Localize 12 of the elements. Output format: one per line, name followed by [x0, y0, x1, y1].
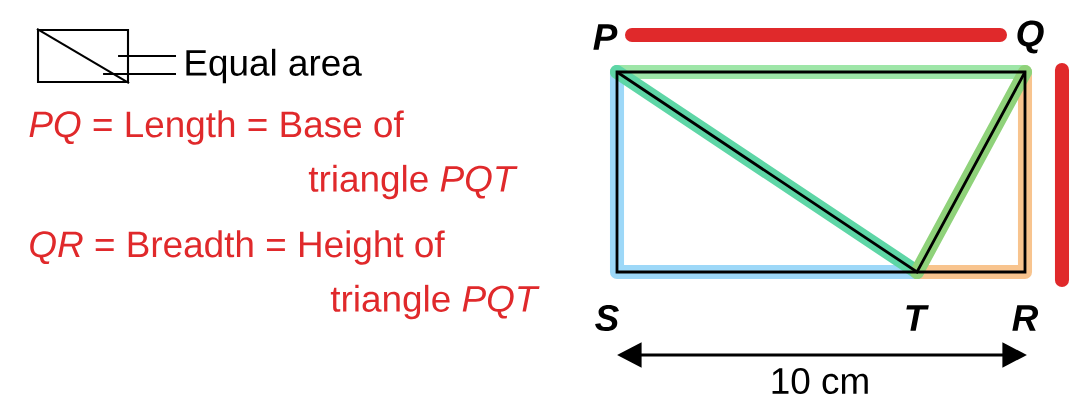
formula-text: PQ = Length = Base of triangle PQT [29, 110, 518, 200]
vertex-label: P [593, 24, 618, 50]
formula-text: QR = Breadth = Height of triangle PQT [30, 230, 540, 320]
leader-line [103, 73, 176, 76]
vertex-label: T [906, 305, 929, 331]
node-text: Equal area [186, 48, 362, 84]
vertex-label: Q [1017, 20, 1044, 54]
vertex-label: R [1012, 305, 1039, 331]
dimension-label: 10 cm [772, 367, 868, 395]
vertex-label: S [595, 304, 619, 332]
leader-line [118, 55, 176, 58]
divided-rectangle-icon [36, 28, 130, 84]
